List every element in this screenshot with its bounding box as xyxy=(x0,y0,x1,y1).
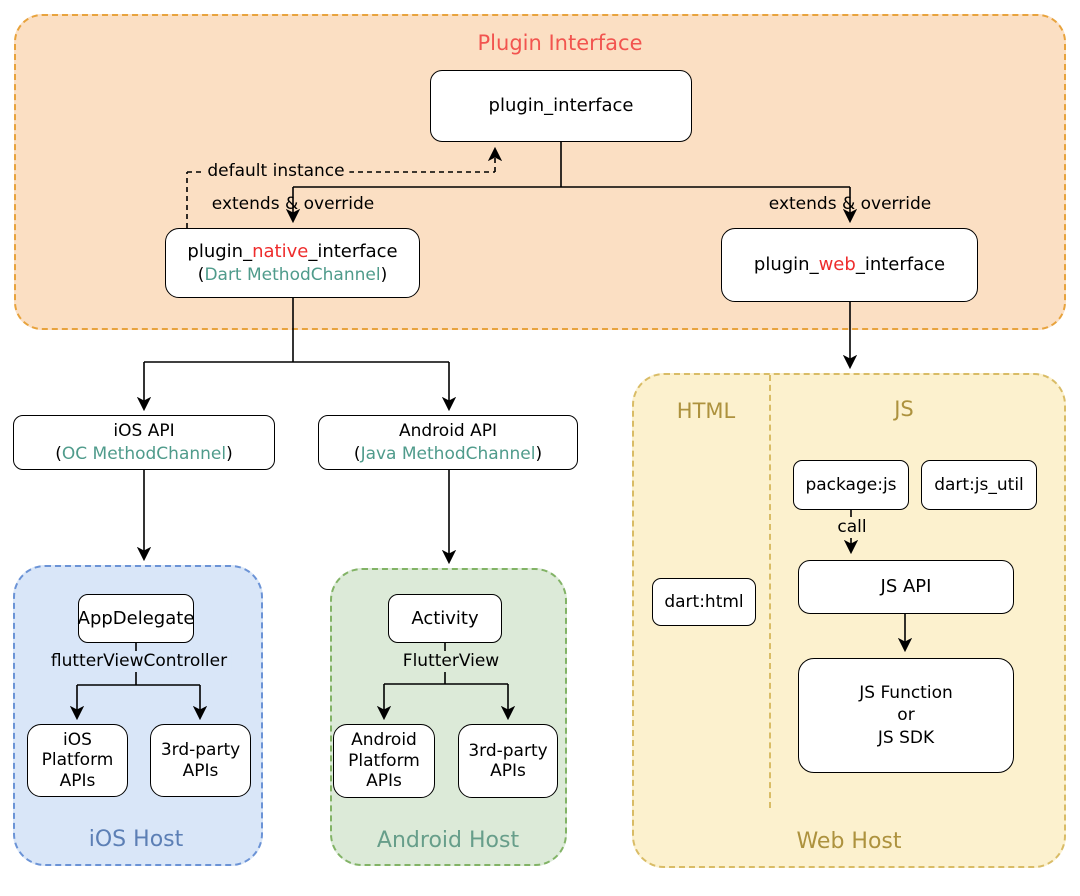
ios-platform-l2: Platform xyxy=(41,750,114,771)
ios-api-channel: (OC MethodChannel) xyxy=(55,443,233,464)
android-3rdparty-l1: 3rd-party xyxy=(468,740,548,761)
ios-api-title: iOS API xyxy=(113,421,175,442)
ios-platform-l3: APIs xyxy=(59,770,96,791)
plugin-web-interface-label: plugin_web_interface xyxy=(753,254,946,276)
android-api-channel: (Java MethodChannel) xyxy=(353,443,543,464)
dart-js-util-label: dart:js_util xyxy=(934,474,1024,495)
plugin-native-interface-node: plugin_native_interface (Dart MethodChan… xyxy=(165,228,420,298)
flutterview-label: FlutterView xyxy=(397,651,505,672)
ios-api-node: iOS API (OC MethodChannel) xyxy=(13,415,275,470)
android-platform-l2: Platform xyxy=(348,750,420,771)
js-api-node: JS API xyxy=(798,560,1014,614)
web-host-html-js-divider xyxy=(769,375,771,808)
web-host-html-section-label: HTML xyxy=(676,399,736,423)
js-api-label: JS API xyxy=(880,576,932,598)
ios-platform-l1: iOS xyxy=(63,729,92,750)
call-label: call xyxy=(832,517,872,538)
web-host-js-section-label: JS xyxy=(894,397,914,421)
activity-label: Activity xyxy=(411,607,479,629)
package-js-node: package:js xyxy=(793,460,909,510)
extends-override-label-right: extends & override xyxy=(768,194,932,214)
js-function-l1: JS Function xyxy=(859,683,953,704)
android-platform-l3: APIs xyxy=(366,771,402,792)
ios-3rdparty-l2: APIs xyxy=(182,760,219,781)
default-instance-label: default instance xyxy=(202,161,350,182)
appdelegate-label: AppDelegate xyxy=(77,607,195,629)
flutterviewcontroller-label: flutterViewController xyxy=(45,651,233,672)
package-js-label: package:js xyxy=(805,474,897,495)
ios-platform-apis-node: iOS Platform APIs xyxy=(27,724,128,797)
extends-override-label-left: extends & override xyxy=(211,194,375,214)
ios-3rdparty-l1: 3rd-party xyxy=(160,740,241,761)
android-3rdparty-l2: APIs xyxy=(490,761,526,781)
js-function-node: JS Function or JS SDK xyxy=(798,658,1014,773)
plugin-native-interface-label: plugin_native_interface xyxy=(187,241,398,263)
ios-host-zone-title: iOS Host xyxy=(88,827,184,852)
plugin-interface-node-label: plugin_interface xyxy=(488,95,634,117)
web-host-zone-title: Web Host xyxy=(796,829,902,854)
plugin-web-interface-node: plugin_web_interface xyxy=(721,228,978,302)
activity-node: Activity xyxy=(388,594,502,643)
plugin-native-interface-channel: (Dart MethodChannel) xyxy=(197,264,388,285)
android-3rdparty-apis-node: 3rd-party APIs xyxy=(458,724,558,798)
dart-js-util-node: dart:js_util xyxy=(921,460,1037,510)
js-function-l3: JS SDK xyxy=(877,727,935,748)
appdelegate-node: AppDelegate xyxy=(78,594,194,643)
android-api-title: Android API xyxy=(398,421,498,442)
android-host-zone-title: Android Host xyxy=(376,828,520,853)
plugin-interface-zone-title: Plugin Interface xyxy=(477,31,643,55)
ios-3rdparty-apis-node: 3rd-party APIs xyxy=(150,724,251,797)
dart-html-node: dart:html xyxy=(652,578,756,626)
dart-html-label: dart:html xyxy=(664,591,744,612)
js-function-l2: or xyxy=(897,705,915,726)
android-api-node: Android API (Java MethodChannel) xyxy=(318,415,578,470)
android-platform-l1: Android xyxy=(351,730,417,751)
android-platform-apis-node: Android Platform APIs xyxy=(333,724,435,798)
plugin-interface-node: plugin_interface xyxy=(430,70,692,142)
